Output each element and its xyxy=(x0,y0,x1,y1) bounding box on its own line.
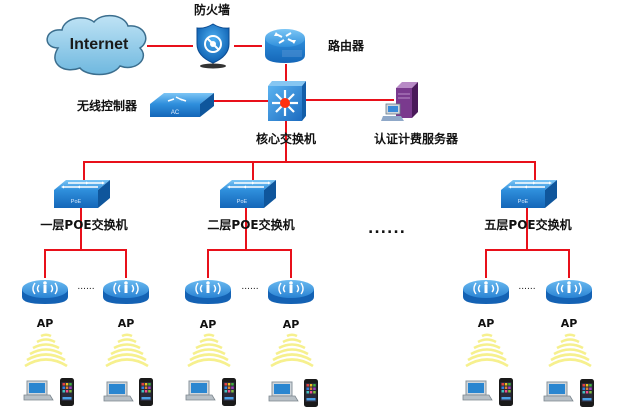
ap-label: AP xyxy=(282,318,300,331)
ap-label: AP xyxy=(560,317,578,330)
ap-label: AP xyxy=(199,318,217,331)
smartphone-icon xyxy=(304,379,318,407)
link-floor-bus xyxy=(83,161,536,180)
floor5-ap-ellipsis: ...... xyxy=(518,282,536,292)
firewall-shield-icon xyxy=(196,23,230,69)
core-switch-label: 核心交换机 xyxy=(255,132,317,146)
links xyxy=(44,45,570,278)
floor1-switch-label: 一层POE交换机 xyxy=(40,218,128,232)
wifi-signal-icon xyxy=(547,333,593,368)
laptop-icon xyxy=(543,381,574,402)
laptop-icon xyxy=(268,381,299,402)
floor5-switch-text: PoE xyxy=(518,199,529,205)
ap-label: AP xyxy=(117,317,135,330)
smartphone-icon xyxy=(580,379,594,407)
floor5-poe-switch-icon: PoE xyxy=(500,179,558,209)
auth-server-icon xyxy=(381,82,418,121)
internet-cloud-icon xyxy=(46,14,147,76)
wifi-signal-icon xyxy=(23,333,69,368)
ap-label: AP xyxy=(36,317,54,330)
wifi-signal-icon xyxy=(186,333,232,368)
wifi-signal-icon xyxy=(104,333,150,368)
internet-label: Internet xyxy=(69,36,129,53)
laptop-icon xyxy=(23,380,54,401)
laptop-icon xyxy=(185,380,216,401)
floor5-switch-label: 五层POE交换机 xyxy=(484,218,572,232)
laptop-icon xyxy=(103,381,134,402)
link-floor5-aps xyxy=(485,249,570,278)
core-switch-icon xyxy=(268,81,306,121)
ac-device-text: AC xyxy=(171,110,180,116)
smartphone-icon xyxy=(499,378,513,406)
router-label: 路由器 xyxy=(328,39,365,53)
ap-icon xyxy=(545,279,593,305)
ap-icon xyxy=(102,279,150,305)
link-floor1-aps xyxy=(44,249,127,278)
wifi-signal-icon xyxy=(269,333,315,368)
floors-ellipsis: ...... xyxy=(368,221,406,237)
ap-icon xyxy=(267,279,315,305)
floor1-ap-ellipsis: ...... xyxy=(77,282,95,292)
ap-icon xyxy=(184,279,232,305)
floor1-switch-text: PoE xyxy=(71,199,82,205)
floor2-switch-label: 二层POE交换机 xyxy=(207,218,295,232)
link-floor2-aps xyxy=(207,249,292,278)
router-icon xyxy=(265,29,305,63)
floor2-switch-text: PoE xyxy=(237,199,248,205)
floor2-ap-ellipsis: ...... xyxy=(241,282,259,292)
floor2-poe-switch-icon: PoE xyxy=(219,179,277,209)
auth-server-label: 认证计费服务器 xyxy=(373,132,459,146)
ap-icon xyxy=(462,279,510,305)
smartphone-icon xyxy=(222,378,236,406)
floor1-poe-switch-icon: PoE xyxy=(53,179,111,209)
wifi-signal-icon xyxy=(464,333,510,368)
laptop-icon xyxy=(462,380,493,401)
smartphone-icon xyxy=(139,378,153,406)
smartphone-icon xyxy=(60,378,74,406)
firewall-label: 防火墙 xyxy=(193,3,231,17)
wireless-controller-label: 无线控制器 xyxy=(77,99,138,113)
wireless-controller-icon: AC xyxy=(150,93,214,117)
ap-label: AP xyxy=(477,317,495,330)
ap-icon xyxy=(21,279,69,305)
